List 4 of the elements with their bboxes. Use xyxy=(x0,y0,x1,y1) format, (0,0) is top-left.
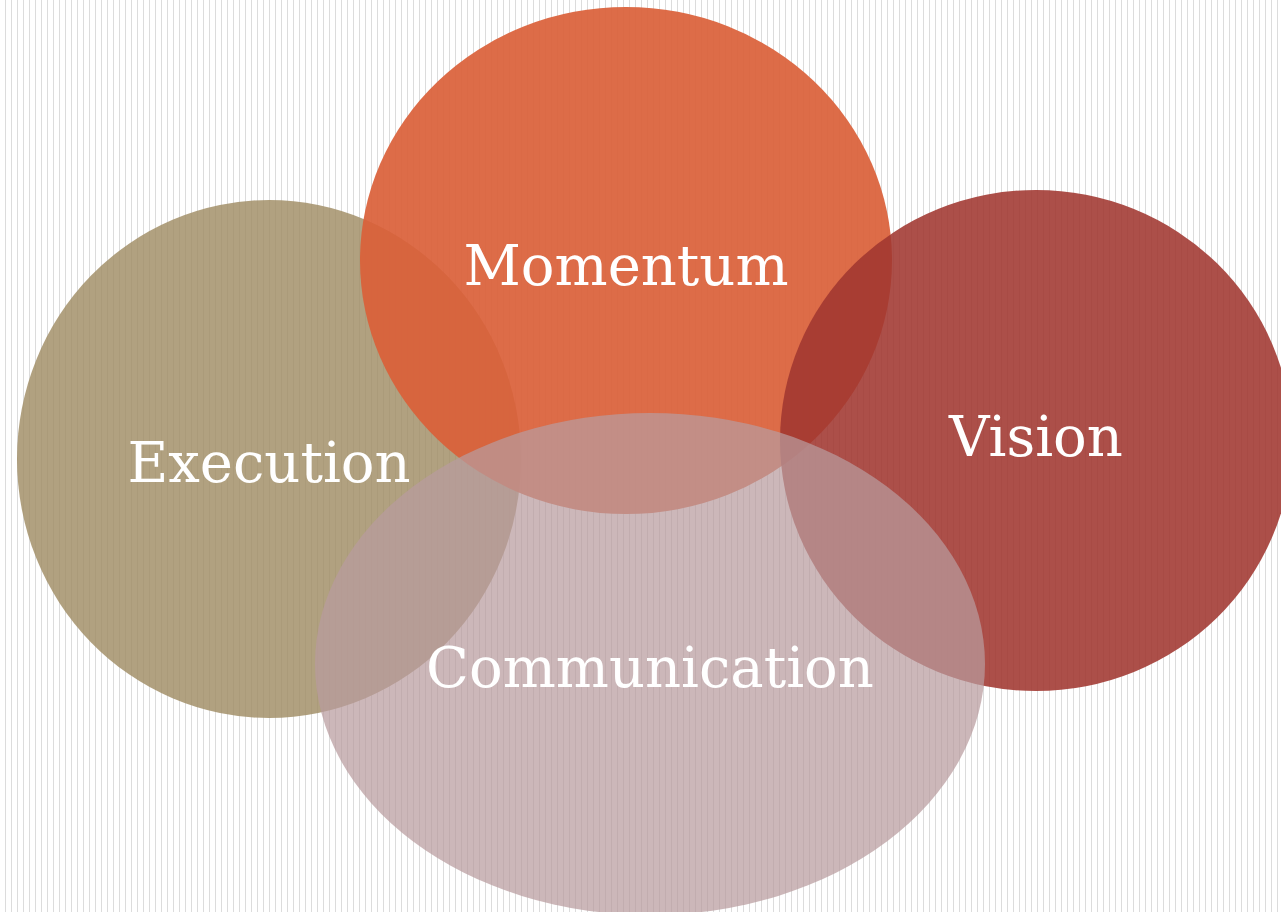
ellipse-label: Communication xyxy=(426,637,874,699)
ellipse-label: Vision xyxy=(949,405,1123,468)
ellipse-label: Momentum xyxy=(463,234,789,297)
ellipse-label: Execution xyxy=(127,432,411,494)
